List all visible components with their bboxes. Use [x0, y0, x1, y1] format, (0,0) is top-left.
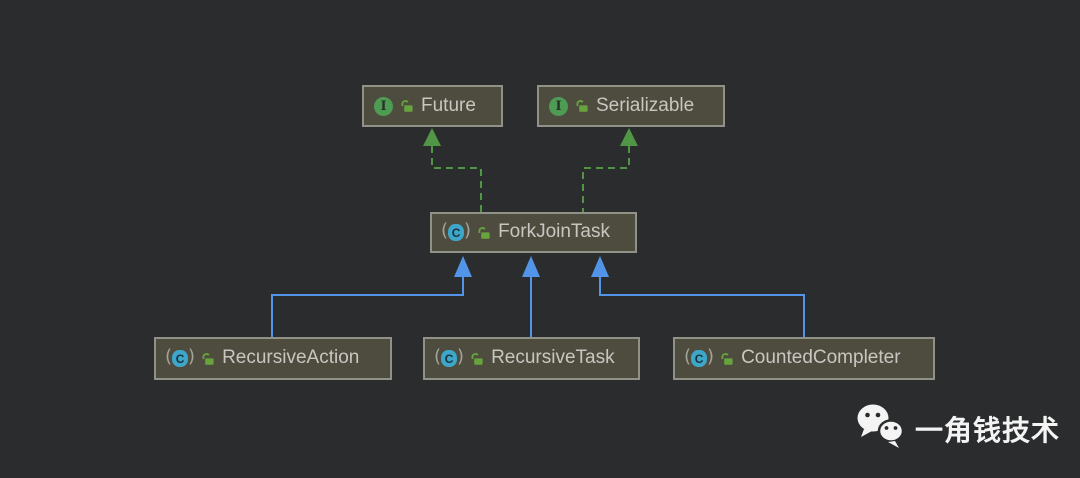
edge-recursiveaction-forkjointask [271, 276, 464, 337]
node-label: RecursiveTask [491, 347, 615, 368]
abstract-class-icon: ( C ) [684, 346, 715, 367]
wechat-icon [856, 403, 906, 455]
class-icon: C [448, 224, 465, 241]
arrowhead-recursiveaction-forkjointask [454, 256, 472, 277]
open-lock-icon [201, 352, 215, 366]
interface-icon: I [374, 96, 393, 116]
abstract-class-icon: ( C ) [441, 220, 472, 241]
open-lock-icon [720, 352, 734, 366]
node-label: ForkJoinTask [498, 221, 610, 242]
node-label: CountedCompleter [741, 347, 901, 368]
node-label: RecursiveAction [222, 347, 360, 368]
class-icon: C [172, 350, 189, 367]
abstract-class-icon: ( C ) [165, 346, 196, 367]
node-label: Serializable [596, 94, 695, 116]
class-icon: C [691, 350, 708, 367]
arrowhead-forkjointask-serializable [620, 128, 638, 146]
node-forkjointask[interactable]: ( C ) ForkJoinTask [430, 212, 637, 253]
edge-forkjointask-serializable [582, 146, 630, 212]
node-recursivetask[interactable]: ( C ) RecursiveTask [423, 337, 640, 380]
open-lock-icon [575, 99, 589, 113]
node-countedcompleter[interactable]: ( C ) CountedCompleter [673, 337, 935, 380]
arrowhead-forkjointask-future [423, 128, 441, 146]
node-serializable[interactable]: I Serializable [537, 85, 725, 127]
node-label: Future [421, 94, 476, 116]
watermark: 一角钱技术 [856, 403, 1060, 455]
abstract-class-icon: ( C ) [434, 346, 465, 367]
edge-countedcompleter-forkjointask [599, 276, 805, 337]
node-future[interactable]: I Future [362, 85, 503, 127]
open-lock-icon [477, 226, 491, 240]
interface-icon: I [549, 96, 568, 116]
open-lock-icon [400, 99, 414, 113]
class-icon: C [441, 350, 458, 367]
arrowhead-recursivetask-forkjointask [522, 256, 540, 277]
arrowhead-countedcompleter-forkjointask [591, 256, 609, 277]
open-lock-icon [470, 352, 484, 366]
watermark-text: 一角钱技术 [915, 415, 1061, 446]
edge-forkjointask-future [431, 146, 482, 212]
node-recursiveaction[interactable]: ( C ) RecursiveAction [154, 337, 392, 380]
